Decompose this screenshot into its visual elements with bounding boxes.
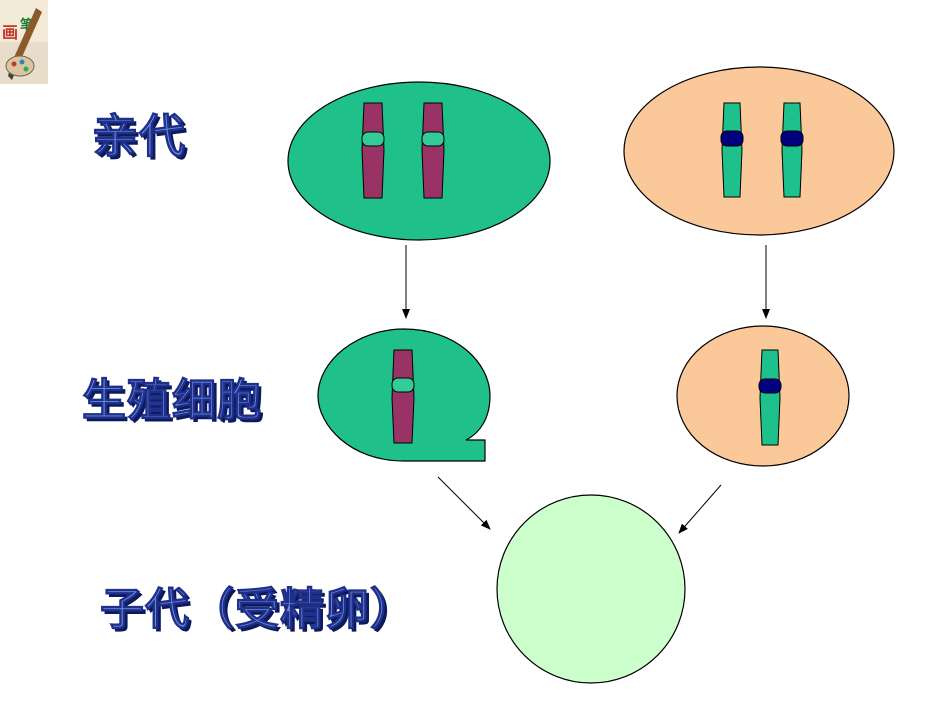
parent-cell-right [623,66,895,236]
label-offspring: 子代（受精卵） [100,584,415,636]
label-parent: 亲代 [92,109,186,164]
chromosome-maroon-2 [421,102,445,199]
svg-text:画: 画 [2,23,18,42]
zygote-cell [496,494,686,684]
arrow-left-diagonal [437,476,491,530]
parent-cell-left [287,81,551,241]
gamete-cell-left [317,328,491,462]
chromosome-teal-1 [720,102,744,198]
chromosome-maroon-gamete [391,349,415,444]
chromosome-teal-gamete [758,349,782,446]
brush-palette-logo-icon: 画 笔 [0,0,48,84]
gamete-cell-right [676,325,850,467]
arrow-right-diagonal [678,484,722,534]
chromosome-teal-2 [780,102,804,198]
chromosome-maroon-1 [361,102,385,199]
label-gamete: 生殖细胞 [82,375,262,427]
